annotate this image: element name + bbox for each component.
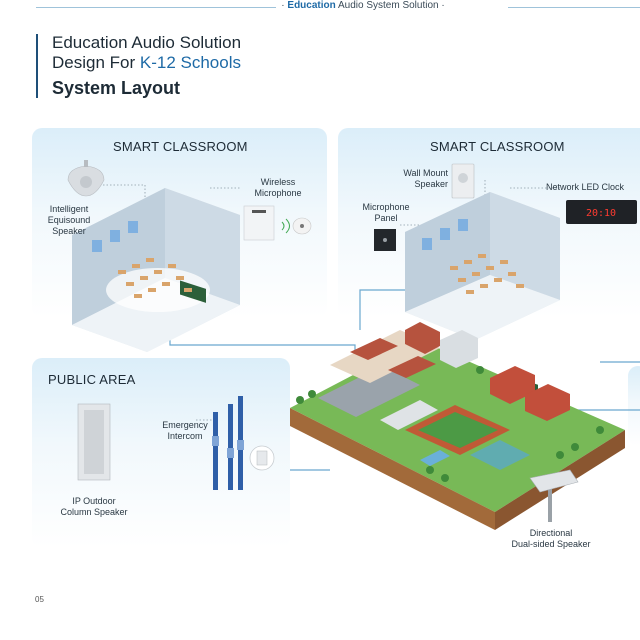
panel-title-right-classroom: SMART CLASSROOM [430, 139, 565, 154]
page-number: 05 [35, 595, 44, 604]
network-led-clock-icon: 20:10 [566, 200, 637, 224]
header-tag: · Education Audio System Solution · [278, 0, 448, 11]
classroom-left-room [72, 188, 240, 352]
dotted-leader-lines [103, 180, 560, 421]
emergency-intercom-icon [212, 396, 275, 490]
header-rule-left [36, 7, 276, 8]
header-tag-rest: Audio System Solution · [335, 0, 445, 11]
column-speaker-icon [77, 403, 111, 481]
label-directional-speaker: Directional Dual-sided Speaker [511, 528, 591, 549]
header-tag-accent: Education [287, 0, 336, 11]
page-title-line1: Education Audio Solution [52, 33, 242, 52]
header-rule-right [508, 7, 640, 8]
panel-title-left-classroom: SMART CLASSROOM [113, 139, 248, 154]
directional-speaker-icon [529, 469, 579, 522]
panel-public-area [32, 358, 290, 548]
label-microphone-panel: Microphone Panel [362, 202, 410, 223]
wall-mount-speaker-icon [451, 163, 475, 199]
clock-display: 20:10 [586, 208, 616, 219]
page-subtitle: System Layout [52, 78, 181, 98]
label-emergency-intercom: Emergency Intercom [162, 420, 208, 441]
label-intelligent-speaker: Intelligent Equisound Speaker [47, 204, 91, 236]
page-title-prefix: Design For [52, 53, 140, 72]
label-network-led-clock: Network LED Clock [545, 182, 625, 192]
page-title-highlight: K-12 Schools [139, 53, 241, 72]
header-tag-lead: · [281, 0, 288, 11]
classroom-right-room [405, 192, 560, 399]
campus-map-illustration [290, 322, 625, 530]
microphone-panel-icon [374, 229, 396, 251]
page-title-line2: Design For K-12 Schools [52, 53, 241, 73]
label-wall-mount-speaker: Wall Mount Speaker [403, 168, 448, 189]
wireless-microphone-icon [243, 205, 312, 241]
label-column-speaker: IP Outdoor Column Speaker [60, 496, 128, 517]
title-accent-bar [36, 34, 38, 98]
panel-title-public-area: PUBLIC AREA [48, 372, 136, 387]
ceiling-speaker-icon [67, 160, 105, 197]
panel-edge-right [628, 366, 640, 446]
label-wireless-microphone: Wireless Microphone [254, 177, 302, 198]
